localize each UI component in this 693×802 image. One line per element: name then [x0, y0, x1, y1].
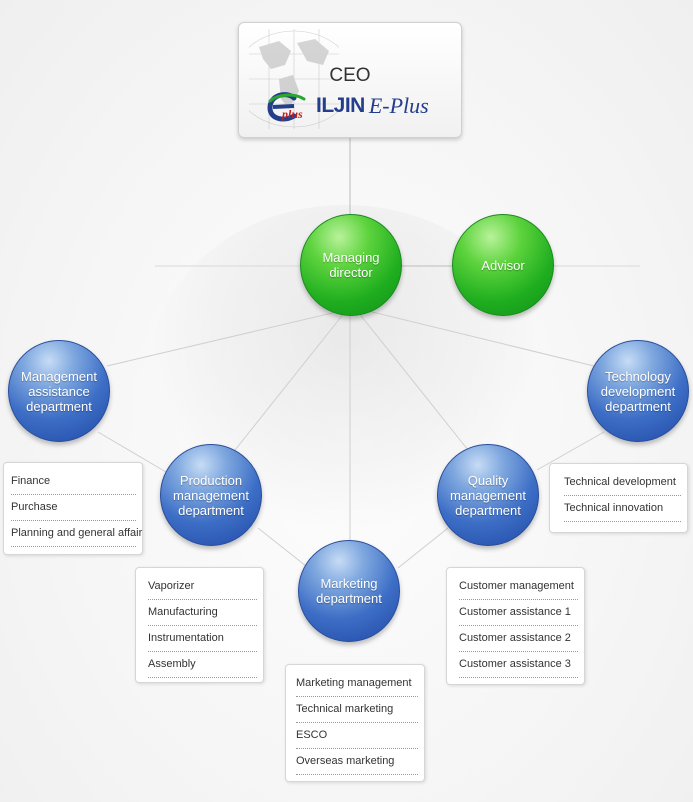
- connector-mgmt-production: [97, 431, 167, 473]
- logo-mark-text: plus: [282, 107, 303, 121]
- list-item[interactable]: Customer management: [459, 574, 578, 600]
- connector-production-marketing: [257, 527, 307, 567]
- connector-director-quality: [357, 311, 469, 451]
- list-item[interactable]: Vaporizer: [148, 574, 257, 600]
- ceo-title: CEO: [329, 65, 371, 86]
- marketing-node[interactable]: Marketing department: [298, 540, 400, 642]
- marketing-label: Marketing department: [316, 576, 382, 606]
- list-item[interactable]: Technical development: [564, 470, 681, 496]
- management-assistance-list: Finance Purchase Planning and general af…: [3, 462, 143, 555]
- management-assistance-label: Management assistance department: [21, 368, 97, 414]
- technology-development-node[interactable]: Technology development department: [587, 340, 689, 442]
- technology-development-list: Technical development Technical innovati…: [549, 463, 688, 533]
- list-item[interactable]: Customer assistance 2: [459, 626, 578, 652]
- logo-text-sub: E-Plus: [368, 93, 429, 118]
- quality-management-label: Quality management department: [450, 472, 526, 518]
- list-item[interactable]: Instrumentation: [148, 626, 257, 652]
- production-management-list: Vaporizer Manufacturing Instrumentation …: [135, 567, 264, 683]
- logo-text-main: ILJIN: [316, 94, 365, 117]
- production-management-label: Production management department: [173, 472, 249, 518]
- advisor-label: Advisor: [481, 257, 525, 273]
- list-item[interactable]: Customer assistance 1: [459, 600, 578, 626]
- quality-management-node[interactable]: Quality management department: [437, 444, 539, 546]
- world-map-icon: [249, 29, 339, 129]
- list-item[interactable]: Customer assistance 3: [459, 652, 578, 678]
- managing-director-node[interactable]: Managing director: [300, 214, 402, 316]
- connector-director-production: [234, 311, 346, 451]
- eplus-logo-icon: plus: [264, 89, 314, 123]
- marketing-list: Marketing management Technical marketing…: [285, 664, 425, 782]
- list-item[interactable]: Assembly: [148, 652, 257, 678]
- list-item[interactable]: ESCO: [296, 723, 418, 749]
- list-item[interactable]: Technical innovation: [564, 496, 681, 522]
- list-item[interactable]: Purchase: [11, 495, 136, 521]
- production-management-node[interactable]: Production management department: [160, 444, 262, 546]
- technology-development-label: Technology development department: [600, 368, 676, 414]
- list-item[interactable]: Overseas marketing: [296, 749, 418, 775]
- list-item[interactable]: Marketing management: [296, 671, 418, 697]
- ceo-box: CEO plus ILJIN E-Plus: [238, 22, 462, 138]
- managing-director-label: Managing director: [322, 250, 380, 280]
- connector-marketing-quality: [397, 527, 449, 569]
- connector-director-tech: [359, 308, 595, 367]
- company-logo: plus ILJIN E-Plus: [264, 89, 459, 123]
- connector-quality-tech: [536, 431, 605, 471]
- management-assistance-node[interactable]: Management assistance department: [8, 340, 110, 442]
- list-item[interactable]: Manufacturing: [148, 600, 257, 626]
- connector-director-mgmt: [106, 309, 346, 367]
- list-item[interactable]: Finance: [11, 469, 136, 495]
- list-item[interactable]: Technical marketing: [296, 697, 418, 723]
- advisor-node[interactable]: Advisor: [452, 214, 554, 316]
- quality-management-list: Customer management Customer assistance …: [446, 567, 585, 685]
- list-item[interactable]: Planning and general affair: [11, 521, 142, 547]
